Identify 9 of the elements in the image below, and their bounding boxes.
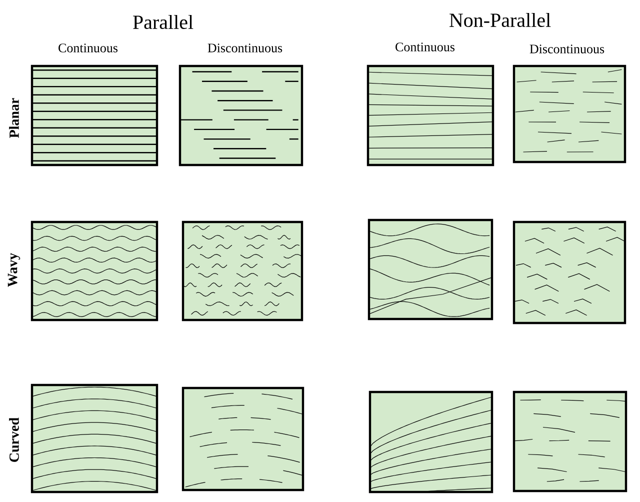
column-heading: Non-Parallel: [450, 12, 551, 28]
column-heading: Parallel: [133, 14, 194, 30]
column-subheading: Continuous: [396, 42, 455, 52]
row-label: Planar: [9, 98, 19, 138]
column-subheading: Discontinuous: [208, 44, 282, 52]
row-label: Curved: [9, 418, 19, 462]
row-label: Wavy: [8, 253, 20, 287]
column-subheading: Continuous: [58, 44, 118, 52]
column-subheading: Discontinuous: [530, 44, 604, 54]
